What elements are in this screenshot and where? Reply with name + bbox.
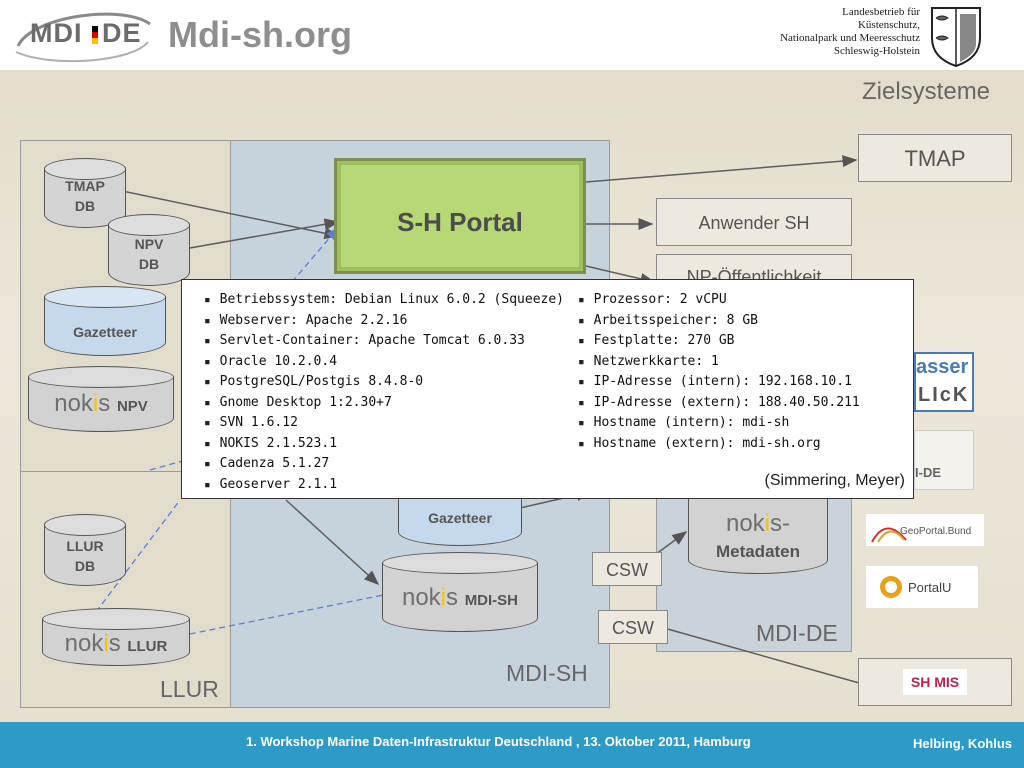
- nokis-suffix: MDI-SH: [464, 592, 519, 609]
- hardware-list: Prozessor: 2 vCPU Arbeitsspeicher: 8 GB …: [578, 290, 860, 454]
- target-anwender-sh: Anwender SH: [656, 198, 852, 246]
- nokis-text: nok: [401, 584, 441, 611]
- header: MDI DE Mdi-sh.org Landesbetrieb für Küst…: [0, 0, 1024, 70]
- target-shmis: SH MIS: [858, 658, 1012, 706]
- zielsysteme-label: Zielsysteme: [862, 78, 991, 105]
- nokis-npv-db: nokis NPV: [28, 366, 174, 432]
- list-item: Hostname (intern): mdi-sh: [578, 413, 860, 434]
- list-item: Webserver: Apache 2.2.16: [204, 311, 564, 332]
- list-item: Hostname (extern): mdi-sh.org: [578, 434, 860, 455]
- software-list: Betriebssystem: Debian Linux 6.0.2 (Sque…: [204, 290, 564, 495]
- nokis-meta-label: nokis-: [688, 510, 828, 538]
- nokis-text: nok: [54, 390, 93, 417]
- list-item: SVN 1.6.12: [204, 413, 564, 434]
- llur-db-label: DB: [74, 558, 96, 574]
- target-tmap: TMAP: [858, 134, 1012, 182]
- tmap-db-label: TMAP: [65, 178, 105, 194]
- wasserblick-logo: asser LIcK: [914, 352, 974, 412]
- mdi-sh-region-label: MDI-SH: [506, 660, 588, 686]
- footer-event: 1. Workshop Marine Daten-Infrastruktur D…: [246, 734, 751, 749]
- list-item: Festplatte: 270 GB: [578, 331, 860, 352]
- footer-authors: Helbing, Kohlus: [913, 736, 1012, 751]
- shmis-logo-text: SH MIS: [903, 669, 967, 695]
- nokis-meta-suffix: Metadaten: [715, 542, 801, 561]
- popup-credit: (Simmering, Meyer): [764, 472, 905, 489]
- wasserblick-text: asser: [916, 356, 969, 378]
- npv-db-label: NPV: [134, 236, 164, 252]
- nokis-i: i: [92, 390, 99, 417]
- nokis-text: nok: [725, 510, 765, 537]
- agency-line: Küstenschutz,: [857, 19, 920, 31]
- agency-line: Schleswig-Holstein: [833, 45, 920, 57]
- portalu-text: PortalU: [908, 580, 952, 595]
- tmap-db: TMAP DB: [44, 158, 126, 228]
- llur-db: LLUR DB: [44, 514, 126, 586]
- logo-text-right: DE: [102, 18, 142, 48]
- page-title: Mdi-sh.org: [168, 14, 352, 55]
- sh-portal-label: S-H Portal: [397, 207, 523, 237]
- server-spec-popup: Betriebssystem: Debian Linux 6.0.2 (Sque…: [181, 279, 914, 499]
- csw-label: CSW: [592, 552, 662, 586]
- list-item: Geoserver 2.1.1: [204, 475, 564, 496]
- gazetteer-left-label: Gazetteer: [73, 324, 137, 340]
- list-item: Oracle 10.2.0.4: [204, 352, 564, 373]
- agency-line: Landesbetrieb für: [842, 6, 920, 18]
- mdi-de-logo: MDI DE: [12, 6, 152, 64]
- nokis-text: nok: [64, 630, 104, 657]
- list-item: NOKIS 2.1.523.1: [204, 434, 564, 455]
- nokis-metadaten-db: nokis- Metadaten: [688, 494, 828, 574]
- npv-db-label: DB: [138, 256, 160, 272]
- agency-line: Nationalpark und Meeresschutz: [780, 32, 920, 44]
- mdi-de-target-logo: I-DE: [914, 430, 974, 490]
- mdi-de-region-label: MDI-DE: [756, 620, 838, 646]
- list-item: IP-Adresse (extern): 188.40.50.211: [578, 393, 860, 414]
- agency-name: Landesbetrieb für Küstenschutz, National…: [700, 6, 920, 58]
- nokis-mdish-db: nokis MDI-SH: [382, 552, 538, 632]
- llur-db-label: LLUR: [66, 538, 104, 554]
- logo-swoosh-icon: [15, 12, 151, 63]
- sh-portal-node: S-H Portal: [334, 158, 586, 274]
- list-item: Betriebssystem: Debian Linux 6.0.2 (Sque…: [204, 290, 564, 311]
- nokis-suffix: NPV: [116, 398, 148, 415]
- dashed-arrows: [95, 227, 400, 637]
- nokis-text: s: [108, 630, 121, 657]
- nokis-text: s: [446, 584, 459, 611]
- list-item: Prozessor: 2 vCPU: [578, 290, 860, 311]
- wasserblick-text: LIcK: [918, 384, 970, 406]
- logo-text-left: MDI: [30, 18, 83, 48]
- nokis-text: s-: [770, 510, 791, 537]
- list-item: Servlet-Container: Apache Tomcat 6.0.33: [204, 331, 564, 352]
- list-item: IP-Adresse (intern): 192.168.10.1: [578, 372, 860, 393]
- nokis-text: s: [98, 390, 111, 417]
- list-item: Cadenza 5.1.27: [204, 454, 564, 475]
- portalu-globe-icon: [880, 576, 902, 598]
- nokis-i: i: [103, 630, 109, 657]
- list-item: Arbeitsspeicher: 8 GB: [578, 311, 860, 332]
- nokis-i: i: [764, 510, 771, 537]
- list-item: PostgreSQL/Postgis 8.4.8-0: [204, 372, 564, 393]
- portalu-logo: PortalU: [866, 566, 978, 608]
- csw-label: CSW: [598, 610, 668, 644]
- nokis-mdish-label: nokis MDI-SH: [382, 584, 538, 612]
- tmap-db-label: DB: [74, 198, 96, 214]
- nokis-llur-db: nokis LLUR: [42, 608, 190, 666]
- nokis-suffix: LLUR: [127, 638, 168, 655]
- geoportal-arc-icon: [871, 527, 907, 543]
- nokis-llur-label: nokis LLUR: [42, 630, 190, 658]
- coat-of-arms-icon: [931, 7, 981, 68]
- gazetteer-center-label: Gazetteer: [428, 510, 492, 526]
- nokis-npv-label: nokis NPV: [28, 390, 174, 418]
- llur-region-label: LLUR: [160, 676, 219, 702]
- list-item: Gnome Desktop 1:2.30+7: [204, 393, 564, 414]
- npv-db: NPV DB: [108, 214, 190, 286]
- logo-flag-icon: [92, 26, 98, 44]
- footer-bar: 1. Workshop Marine Daten-Infrastruktur D…: [0, 722, 1024, 768]
- geoportal-text: GeoPortal.Bund: [900, 526, 972, 537]
- nokis-i: i: [440, 584, 447, 611]
- list-item: Netzwerkkarte: 1: [578, 352, 860, 373]
- mdi-de-target-text: I-DE: [915, 465, 941, 480]
- gazetteer-left-db: Gazetteer: [44, 286, 166, 356]
- geoportal-bund-logo: GeoPortal.Bund: [866, 514, 984, 546]
